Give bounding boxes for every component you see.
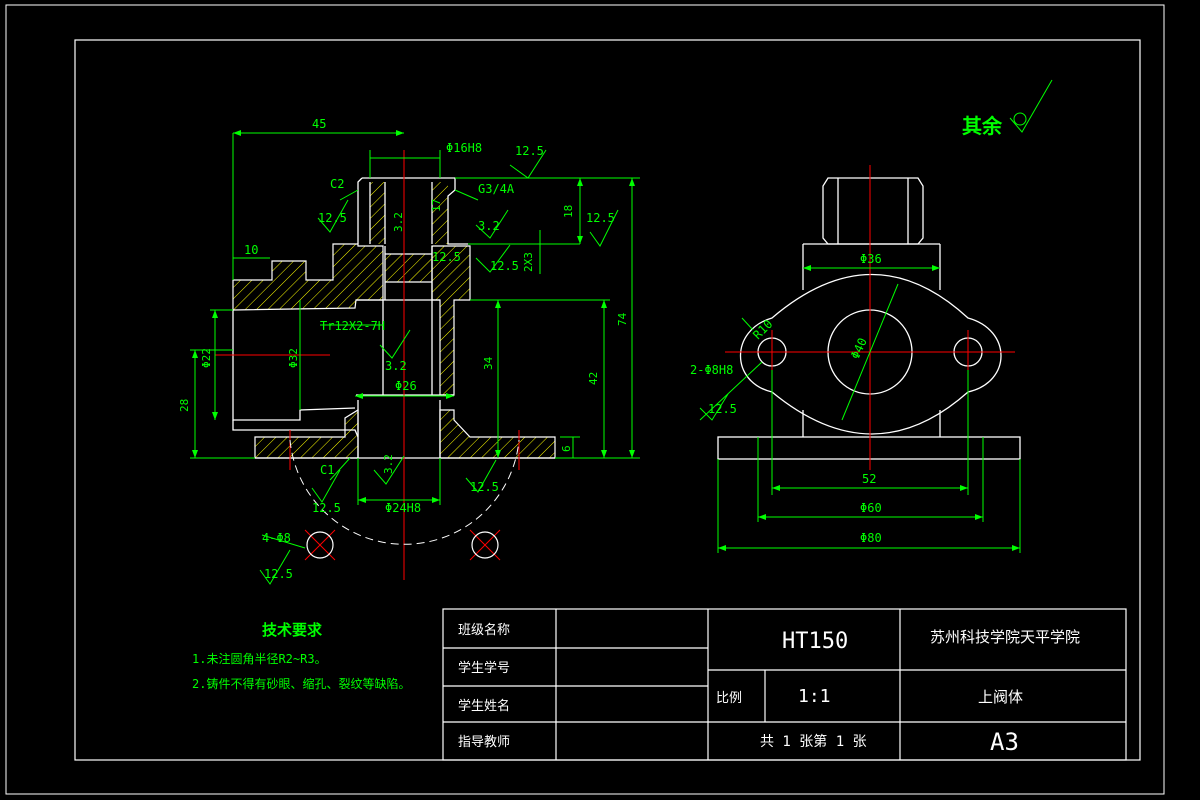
dim-34: 34 <box>482 356 495 370</box>
finish-circle <box>1013 112 1027 126</box>
hatch-neck <box>385 254 432 282</box>
sheet-info: 共 1 张第 1 张 <box>760 733 867 750</box>
dim-phi16h8: Φ16H8 <box>446 141 482 155</box>
dim-g34a: G3/4A <box>478 182 515 196</box>
roughness-c1: 12.5 <box>312 501 341 515</box>
dim-42: 42 <box>587 372 600 385</box>
roughness-right: 12.5 <box>586 211 615 225</box>
dim-45: 45 <box>312 117 326 131</box>
roughness-neck: 12.5 <box>432 250 461 264</box>
roughness-g34: 3.2 <box>478 219 500 233</box>
dim-tr: Tr12X2-7H <box>320 319 385 333</box>
part-name: 上阀体 <box>978 688 1023 706</box>
roughness-shoulder: 12.5 <box>490 259 519 273</box>
tech-item-1: 1.未注圆角半径R2~R3。 <box>192 651 327 666</box>
hatch-nut-left <box>370 182 385 244</box>
dim-2x3: 2X3 <box>522 252 535 272</box>
front-section-view <box>190 130 640 585</box>
roughness-nut: 3.2 <box>392 212 405 232</box>
bolt-hole-left <box>306 531 334 559</box>
dim-phi22: Φ22 <box>200 348 213 368</box>
bolt-hole-right <box>471 531 499 559</box>
dim-2phi8h8: 2-Φ8H8 <box>690 363 733 377</box>
label-class: 班级名称 <box>458 622 510 638</box>
dim-phi26: Φ26 <box>395 379 417 393</box>
tech-item-2: 2.铸件不得有砂眼、缩孔、裂纹等缺陷。 <box>192 676 410 691</box>
paper-size: A3 <box>990 728 1019 756</box>
label-advisor: 指导教师 <box>458 734 510 750</box>
dim-52: 52 <box>862 472 876 486</box>
dim-74: 74 <box>616 312 629 326</box>
roughness-c2: 12.5 <box>318 211 347 225</box>
dim-6: 6 <box>560 445 573 452</box>
roughness-base-hole: 3.2 <box>382 454 395 474</box>
roughness-bottom-right: 12.5 <box>470 480 499 494</box>
roughness-tr: 3.2 <box>385 359 407 373</box>
dim-c2: C2 <box>330 177 344 191</box>
dim-phi24h8: Φ24H8 <box>385 501 421 515</box>
dim-phi60: Φ60 <box>860 501 882 515</box>
label-student-name: 学生姓名 <box>458 698 510 714</box>
hatch-nut-right <box>432 182 448 244</box>
dim-phi40: Φ40 <box>848 336 870 362</box>
dim-phi36: Φ36 <box>860 252 882 266</box>
school-name: 苏州科技学院天平学院 <box>930 628 1080 646</box>
material: HT150 <box>782 629 848 654</box>
hatch-right-upper <box>431 245 471 396</box>
dim-18: 18 <box>562 205 575 218</box>
dim-17: 17 <box>430 199 443 212</box>
label-student-id: 学生学号 <box>458 660 510 676</box>
hatch-base-left <box>254 408 359 459</box>
dim-10: 10 <box>244 243 258 257</box>
dim-phi32: Φ32 <box>287 348 300 368</box>
roughness-top: 12.5 <box>515 144 544 158</box>
flange-plate <box>739 273 1002 435</box>
title-block <box>442 608 1127 761</box>
roughness-bolt: 12.5 <box>264 567 293 581</box>
dim-c1: C1 <box>320 463 334 477</box>
dim-phi80: Φ80 <box>860 531 882 545</box>
label-scale: 比例 <box>716 691 742 706</box>
outer-border <box>5 4 1165 795</box>
finish-note: 其余 <box>962 114 1003 138</box>
dim-4phi8: 4-Φ8 <box>262 531 291 545</box>
flange-outline-dashed <box>289 439 520 545</box>
scale-value: 1:1 <box>798 686 831 707</box>
dim-28: 28 <box>178 399 191 412</box>
tech-requirements-title: 技术要求 <box>262 621 323 639</box>
roughness-side: 12.5 <box>708 402 737 416</box>
